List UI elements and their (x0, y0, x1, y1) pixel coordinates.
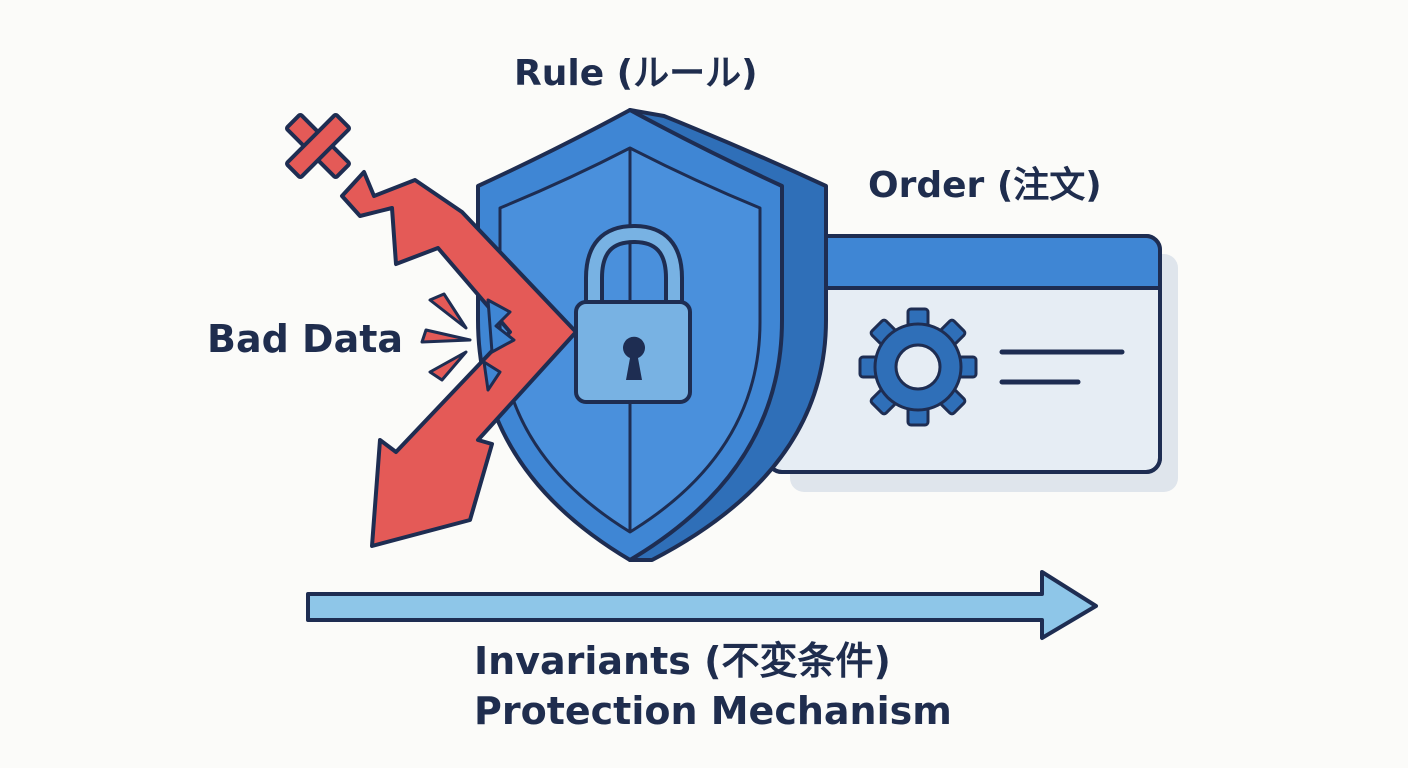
bad-data-label: Bad Data (207, 317, 404, 361)
bad-data-arrow (340, 170, 578, 548)
flow-arrow (306, 570, 1098, 640)
keyhole-icon (623, 336, 645, 380)
impact-spark (428, 292, 468, 330)
impact-spark (420, 328, 472, 344)
x-mark-icon (285, 113, 351, 179)
gear-icon (858, 307, 978, 427)
invariants-label: Invariants (不変条件) (474, 639, 891, 683)
right-arrow-icon (306, 570, 1098, 640)
impact-burst-icon (420, 292, 472, 382)
order-label: Order (注文) (868, 165, 1102, 206)
padlock-icon (574, 223, 692, 404)
impact-spark (428, 350, 468, 382)
order-window-header (770, 238, 1158, 288)
protection-mechanism-label: Protection Mechanism (474, 689, 952, 733)
impact-crack (482, 298, 516, 392)
padlock-shackle (588, 227, 680, 306)
rule-label: Rule (ルール) (514, 53, 758, 94)
order-window (766, 234, 1178, 492)
zigzag-arrow-icon (340, 170, 578, 548)
